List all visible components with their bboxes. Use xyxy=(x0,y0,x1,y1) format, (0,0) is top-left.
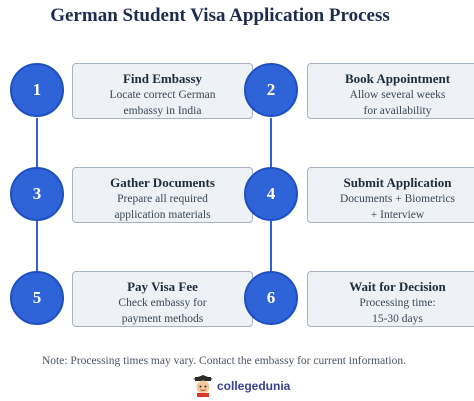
step-2-circle: 2 xyxy=(244,63,298,117)
step-3-circle: 3 xyxy=(10,167,64,221)
step-6-circle: 6 xyxy=(244,271,298,325)
step-3-desc-line1: Prepare all required xyxy=(117,193,208,205)
step-4-title: Submit Application xyxy=(343,175,452,190)
step-4-desc-line2: + Interview xyxy=(370,208,425,221)
step-3-desc-line2: application materials xyxy=(114,208,211,221)
step-1-desc-line1: Locate correct German xyxy=(109,89,216,101)
step-1-title: Find Embassy xyxy=(122,71,203,86)
step-2-card: Book Appointment Allow several weeks for… xyxy=(307,63,474,119)
step-2-title: Book Appointment xyxy=(344,71,451,86)
brand-logo: collegedunia xyxy=(192,375,290,397)
step-3-title: Gather Documents xyxy=(110,175,215,190)
step-5-desc-line1: Check embassy for xyxy=(118,297,207,309)
step-2-desc-line2: for availability xyxy=(363,104,432,117)
step-5-desc-line2: payment methods xyxy=(121,312,204,325)
step-2-desc-line1: Allow several weeks xyxy=(349,89,446,101)
step-5-card: Pay Visa Fee Check embassy for payment m… xyxy=(72,271,253,327)
step-3-card: Gather Documents Prepare all required ap… xyxy=(72,167,253,223)
step-5-title: Pay Visa Fee xyxy=(127,279,198,294)
step-1-circle: 1 xyxy=(10,63,64,117)
brand-name: collegedunia xyxy=(217,379,291,393)
step-4-circle: 4 xyxy=(244,167,298,221)
footnote: Note: Processing times may vary. Contact… xyxy=(42,355,406,367)
step-1-card: Find Embassy Locate correct German embas… xyxy=(72,63,253,119)
mascot-logo-icon xyxy=(193,375,213,397)
step-6-title: Wait for Decision xyxy=(349,279,446,294)
step-5-circle: 5 xyxy=(10,271,64,325)
step-6-desc-line1: Processing time: xyxy=(359,297,436,309)
page-title: German Student Visa Application Process xyxy=(50,5,390,26)
step-1-desc-line2: embassy in India xyxy=(123,104,202,117)
step-6-desc-line2: 15-30 days xyxy=(372,312,423,325)
step-4-desc-line1: Documents + Biometrics xyxy=(339,193,456,205)
step-6-card: Wait for Decision Processing time: 15-30… xyxy=(307,271,474,327)
step-4-card: Submit Application Documents + Biometric… xyxy=(307,167,474,223)
